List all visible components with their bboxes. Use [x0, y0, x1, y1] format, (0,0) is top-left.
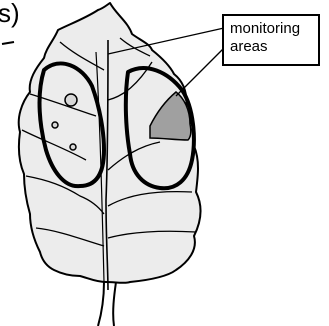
callout-line-1: monitoring [230, 20, 318, 38]
stray-mark [2, 42, 14, 44]
callout-leader-right [176, 48, 224, 96]
spot-small-1 [52, 122, 58, 128]
callout-line-2: areas [230, 38, 318, 56]
spot-small-2 [70, 144, 76, 150]
leaf-stem [98, 282, 116, 326]
spot-large [65, 94, 77, 106]
callout-label-box: monitoring areas [222, 14, 320, 66]
